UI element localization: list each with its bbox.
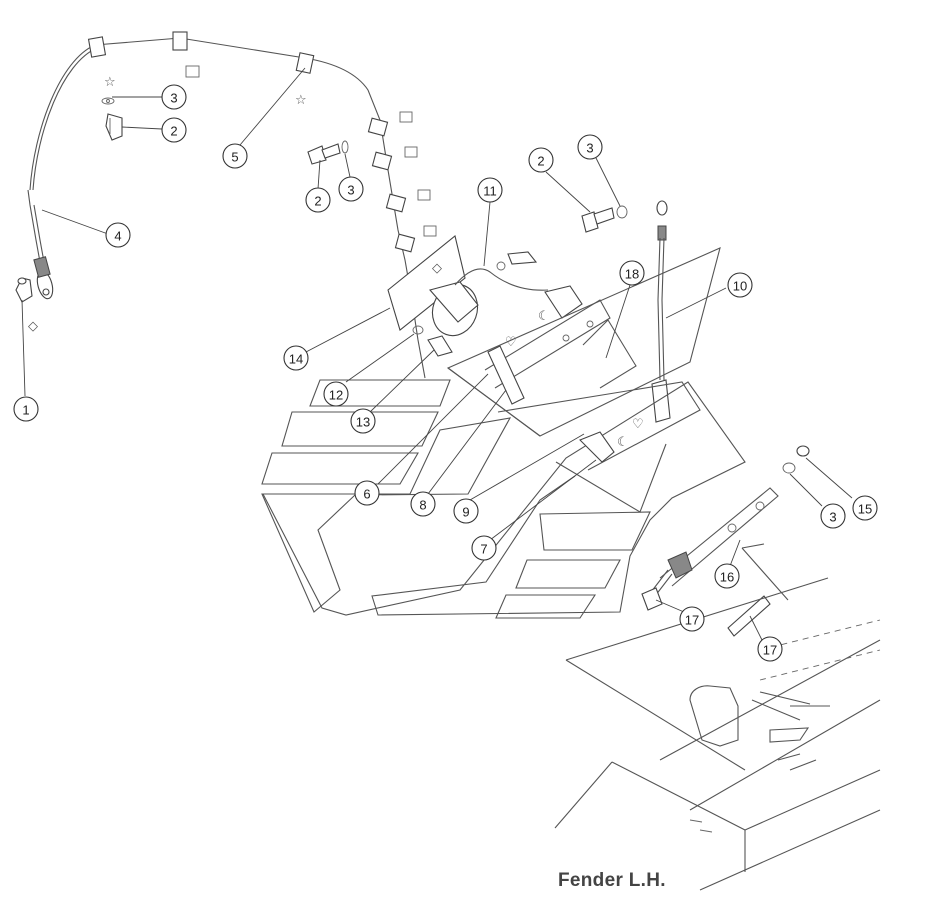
- wiring-harness: ☆ ☆: [29, 31, 437, 379]
- callout-3: 3: [338, 176, 364, 202]
- callout-13: 13: [350, 408, 376, 434]
- svg-text:14: 14: [289, 352, 303, 367]
- battery-tray: ♡ ☾: [261, 379, 746, 619]
- callout-8: 8: [410, 491, 436, 517]
- callout-18: 18: [619, 260, 645, 286]
- callout-16: 16: [714, 563, 740, 589]
- callout-3: 3: [161, 84, 187, 110]
- svg-text:◇: ◇: [28, 319, 38, 334]
- callout-17: 17: [757, 636, 783, 662]
- svg-text:1: 1: [22, 403, 29, 418]
- svg-text:17: 17: [685, 613, 699, 628]
- svg-text:3: 3: [347, 183, 354, 198]
- svg-text:3: 3: [170, 91, 177, 106]
- svg-text:4: 4: [114, 229, 121, 244]
- svg-text:3: 3: [586, 141, 593, 156]
- diagram-caption: Fender L.H.: [558, 870, 666, 891]
- callout-11: 11: [477, 177, 503, 203]
- svg-text:11: 11: [483, 184, 497, 199]
- terminal-1: ◇: [15, 277, 38, 397]
- bolt-washer-set-a: [101, 97, 123, 141]
- svg-text:☆: ☆: [104, 75, 116, 90]
- callout-14: 14: [283, 345, 309, 371]
- callout-10: 10: [727, 272, 753, 298]
- svg-text:6: 6: [363, 487, 370, 502]
- callout-15: 15: [852, 495, 878, 521]
- svg-text:☆: ☆: [295, 93, 307, 108]
- battery: ♡: [446, 247, 721, 437]
- callout-6: 6: [354, 480, 380, 506]
- callout-2: 2: [305, 187, 331, 213]
- svg-text:♡: ♡: [505, 335, 517, 350]
- svg-text:2: 2: [314, 194, 321, 209]
- solenoid-assembly: ◇ ☾: [305, 235, 583, 357]
- svg-text:♡: ♡: [632, 417, 644, 432]
- callout-12: 12: [323, 381, 349, 407]
- callout-2: 2: [528, 147, 554, 173]
- svg-text:☾: ☾: [617, 435, 629, 450]
- battery-hold-down: [641, 445, 810, 637]
- svg-text:5: 5: [231, 150, 238, 165]
- svg-text:18: 18: [625, 267, 639, 282]
- callout-5: 5: [222, 143, 248, 169]
- svg-text:8: 8: [419, 498, 426, 513]
- svg-text:7: 7: [480, 542, 487, 557]
- callout-4: 4: [105, 222, 131, 248]
- callout-1: 1: [13, 396, 39, 422]
- svg-text:12: 12: [329, 388, 343, 403]
- callout-2: 2: [161, 117, 187, 143]
- callout-7: 7: [471, 535, 497, 561]
- bolt-washer-set-c: [581, 205, 628, 233]
- svg-text:☾: ☾: [538, 309, 550, 324]
- callout-9: 9: [453, 498, 479, 524]
- bolt-washer-set-b: [307, 140, 349, 165]
- cable-4: [27, 189, 54, 300]
- svg-text:16: 16: [720, 570, 734, 585]
- svg-text:10: 10: [733, 279, 747, 294]
- svg-text:◇: ◇: [432, 261, 442, 276]
- svg-text:17: 17: [763, 643, 777, 658]
- svg-text:9: 9: [462, 505, 469, 520]
- leader-lines: [41, 67, 853, 641]
- svg-text:2: 2: [170, 124, 177, 139]
- svg-text:15: 15: [858, 502, 872, 517]
- svg-text:2: 2: [537, 154, 544, 169]
- callout-17: 17: [679, 606, 705, 632]
- callout-3: 3: [577, 134, 603, 160]
- cable-10: [651, 200, 671, 423]
- svg-text:13: 13: [356, 415, 370, 430]
- fender: [554, 577, 881, 891]
- svg-text:3: 3: [829, 510, 836, 525]
- callout-3: 3: [820, 503, 846, 529]
